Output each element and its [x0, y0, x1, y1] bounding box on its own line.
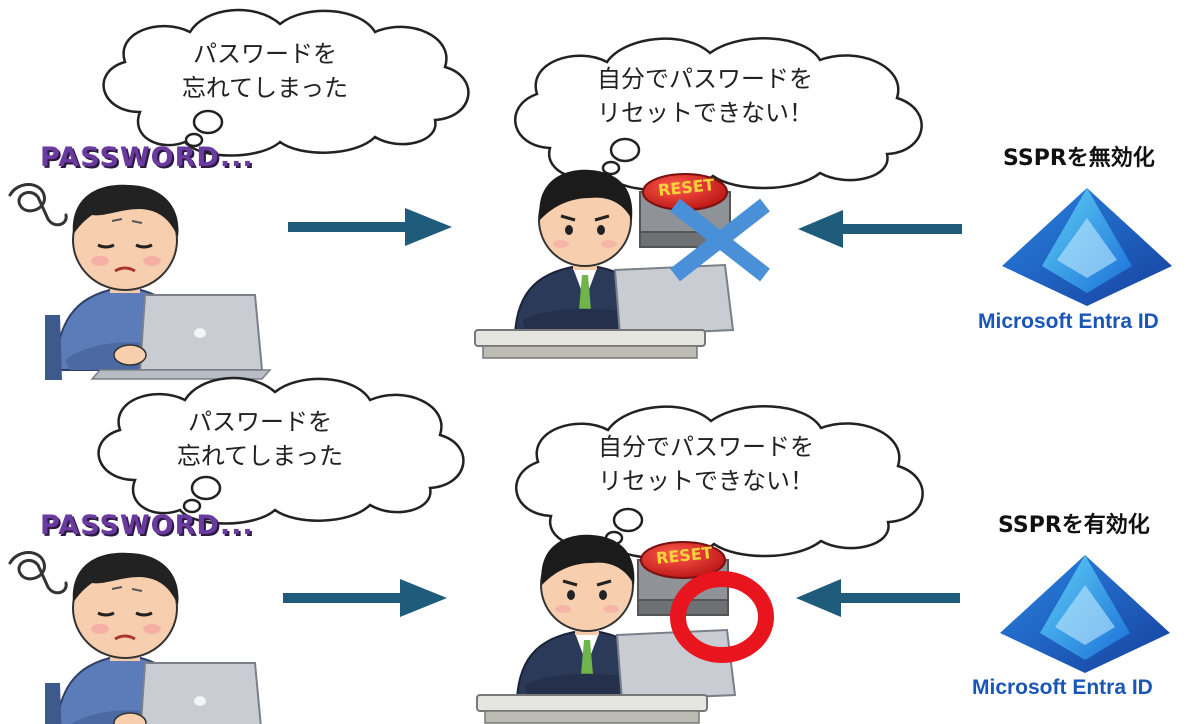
user-thought-line2: 忘れてしまった — [181, 74, 349, 102]
forgetful-user-illustration — [8, 551, 272, 724]
cross-mark — [670, 198, 770, 282]
forgetful-user-illustration — [8, 183, 272, 382]
arrow-user-to-admin — [288, 208, 452, 246]
entra-id-logo — [1002, 188, 1172, 306]
password-label: PASSWORD... — [40, 142, 254, 173]
admin-thought-text: 自分でパスワードを リセットできない！ — [560, 62, 850, 130]
user-thought-line2: 忘れてしまった — [176, 442, 344, 470]
admin-thought-line1: 自分でパスワードを — [597, 65, 813, 93]
arrow-entra-to-admin — [798, 210, 962, 248]
entra-id-label: Microsoft Entra ID — [972, 676, 1153, 699]
circle-mark — [670, 571, 774, 663]
entra-id-logo — [1000, 555, 1170, 673]
user-thought-text: パスワードを 忘れてしまった — [145, 405, 375, 473]
password-label: PASSWORD... — [40, 510, 254, 541]
arrow-entra-to-admin — [796, 579, 960, 617]
admin-thought-line1: 自分でパスワードを — [598, 433, 814, 461]
arrow-user-to-admin — [283, 579, 447, 617]
admin-thought-line2: リセットできない！ — [598, 467, 814, 495]
admin-thought-text: 自分でパスワードを リセットできない！ — [561, 430, 851, 498]
admin-thought-line2: リセットできない！ — [597, 99, 813, 127]
sspr-disabled-label: SSPRを無効化 — [1003, 146, 1155, 171]
user-thought-line1: パスワードを — [193, 40, 337, 68]
entra-id-label: Microsoft Entra ID — [978, 310, 1159, 333]
user-thought-line1: パスワードを — [188, 408, 332, 436]
user-thought-text: パスワードを 忘れてしまった — [150, 37, 380, 105]
sspr-enabled-label: SSPRを有効化 — [998, 513, 1150, 538]
